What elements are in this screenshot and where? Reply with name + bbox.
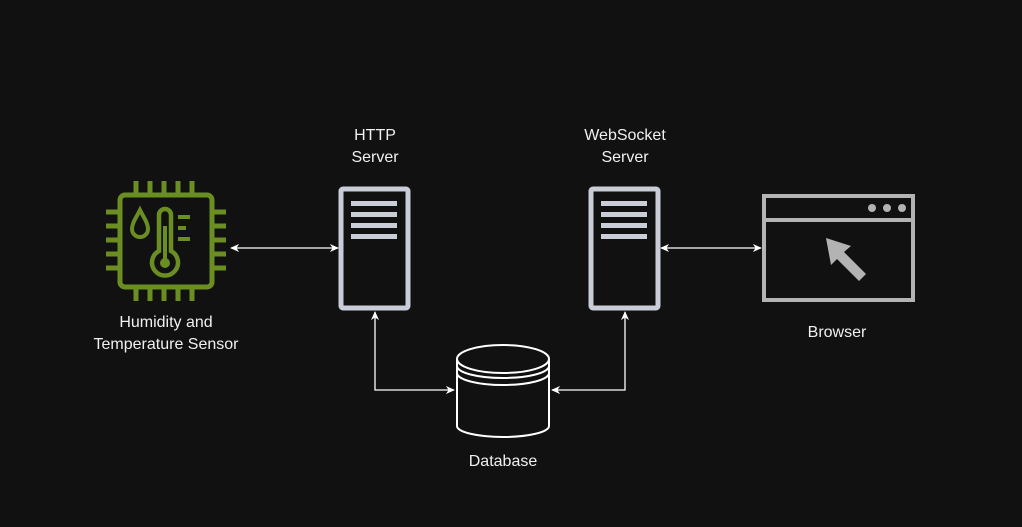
browser-label-text: Browser	[807, 324, 867, 341]
websocket-server-label-line1: WebSocket	[584, 127, 666, 144]
browser-window-icon	[762, 194, 915, 302]
cursor-arrow-icon	[826, 238, 866, 281]
sensor-label: Humidity and Temperature Sensor	[66, 312, 266, 356]
websocket-server-label: WebSocket Server	[565, 125, 685, 169]
connector-http-database	[370, 311, 455, 395]
sensor-label-line2: Temperature Sensor	[93, 336, 239, 353]
database-label-text: Database	[468, 453, 538, 470]
websocket-server-label-line2: Server	[601, 149, 649, 166]
database-icon	[456, 344, 550, 438]
browser-label: Browser	[787, 322, 887, 344]
websocket-server-icon	[588, 186, 661, 311]
http-server-label: HTTP Server	[325, 125, 425, 169]
http-server-label-line2: Server	[351, 149, 399, 166]
connector-websocket-database	[551, 311, 630, 395]
sensor-label-line1: Humidity and	[119, 314, 213, 331]
database-label: Database	[443, 451, 563, 473]
http-server-icon	[338, 186, 411, 311]
temperature-sensor-chip-icon	[106, 181, 226, 301]
http-server-label-line1: HTTP	[354, 127, 396, 144]
